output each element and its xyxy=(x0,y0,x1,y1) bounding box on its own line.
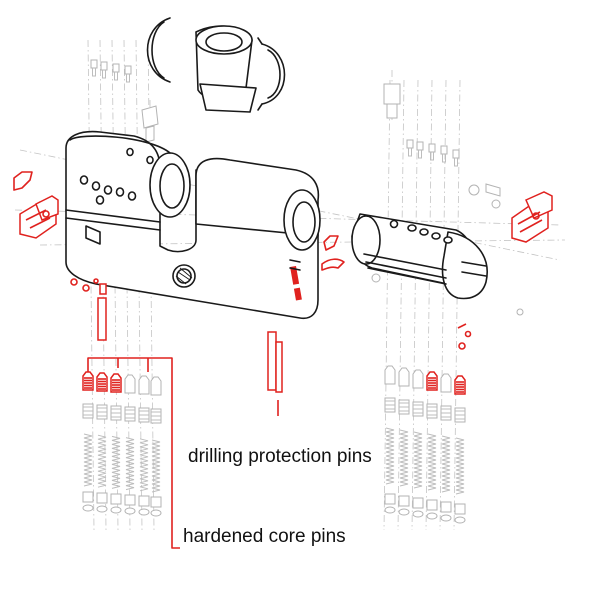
red-end-caps xyxy=(13,171,553,350)
plug-icon xyxy=(351,213,488,300)
hardened-core-pins-label: hardened core pins xyxy=(183,526,346,547)
pin-stack-icon xyxy=(82,273,524,524)
euro-profile-cylinder xyxy=(65,130,321,320)
drilling-protection-pins xyxy=(97,283,283,416)
drilling-protection-pins-label: drilling protection pins xyxy=(188,446,372,467)
cam-icon xyxy=(146,17,286,113)
core-pin-leaders xyxy=(87,357,180,549)
top-left-pins xyxy=(85,59,159,243)
top-right-pins xyxy=(383,83,501,209)
